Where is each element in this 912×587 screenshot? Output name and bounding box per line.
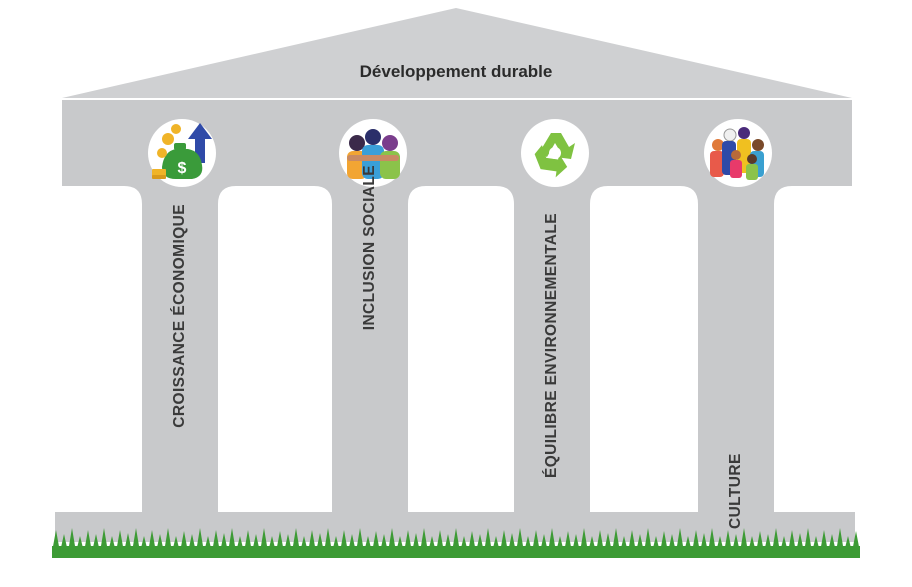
pillar-label-croissance-economique: CROISSANCE ÉCONOMIQUE [171, 204, 188, 428]
pillar-label-inclusion-sociale: INCLUSION SOCIALE [361, 165, 378, 331]
diverse-people-icon [700, 115, 776, 191]
pillar-shapes [124, 186, 792, 515]
diagram-title: Développement durable [359, 62, 553, 81]
pillar-label-equilibre-environnementale: ÉQUILIBRE ENVIRONNEMENTALE [543, 213, 560, 479]
pillar-label-culture: CULTURE [727, 453, 744, 529]
recycle-icon [517, 115, 593, 191]
temple-roof [62, 8, 852, 98]
grass [52, 528, 860, 558]
people-group-icon [335, 115, 411, 191]
money-growth-icon: $ [144, 115, 220, 191]
svg-text:$: $ [178, 160, 187, 177]
